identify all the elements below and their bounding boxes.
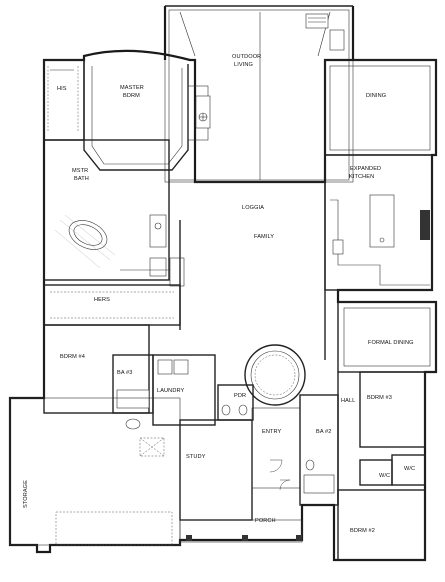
label-family: FAMILY: [254, 234, 274, 240]
label-mstr-bath-2: BATH: [74, 176, 89, 182]
outdoor-living-area: [163, 5, 355, 183]
master-bath: [43, 139, 185, 287]
label-wic1: W/C: [379, 473, 390, 479]
label-expanded-kitchen-1: EXPANDED: [350, 166, 381, 172]
label-bdrm3: BDRM #3: [367, 395, 392, 401]
label-expanded-kitchen-2: KITCHEN: [349, 174, 374, 180]
room-labels: OUTDOOR LIVING DINING MASTER BDRM HIS MS…: [23, 54, 415, 534]
label-formal-dining: FORMAL DINING: [368, 340, 414, 346]
master-bedroom: [83, 60, 211, 171]
label-his: HIS: [57, 86, 67, 92]
label-loggia: LOGGIA: [242, 205, 264, 211]
label-laundry: LAUNDRY: [157, 388, 184, 394]
rotunda: [244, 344, 306, 406]
label-ba3: BA #3: [117, 370, 132, 376]
bedroom-3: [359, 371, 426, 448]
label-bdrm2: BDRM #2: [350, 528, 375, 534]
laundry-room: [152, 354, 216, 426]
label-ba2: BA #2: [316, 429, 331, 435]
label-storage: STORAGE: [23, 480, 29, 508]
hall-bath-2: [299, 372, 339, 506]
label-master-2: BDRM: [123, 93, 140, 99]
label-outdoor-living-2: LIVING: [234, 62, 253, 68]
label-study: STUDY: [186, 454, 206, 460]
wic-closets: [359, 454, 426, 486]
label-entry: ENTRY: [262, 429, 282, 435]
label-outdoor-living-1: OUTDOOR: [232, 54, 261, 60]
bedroom-2: [337, 489, 426, 561]
label-wic2: W/C: [404, 466, 415, 472]
label-dining: DINING: [366, 93, 386, 99]
label-bdrm4: BDRM #4: [60, 354, 85, 360]
label-porch: PORCH: [255, 518, 276, 524]
label-master-1: MASTER: [120, 85, 144, 91]
bedroom-4: [43, 324, 150, 414]
label-mstr-bath-1: MSTR: [72, 168, 88, 174]
label-pdr: PDR: [234, 393, 246, 399]
label-hers: HERS: [94, 297, 110, 303]
expanded-kitchen: [324, 154, 433, 291]
porch: [179, 519, 303, 543]
label-hall: HALL: [341, 398, 355, 404]
